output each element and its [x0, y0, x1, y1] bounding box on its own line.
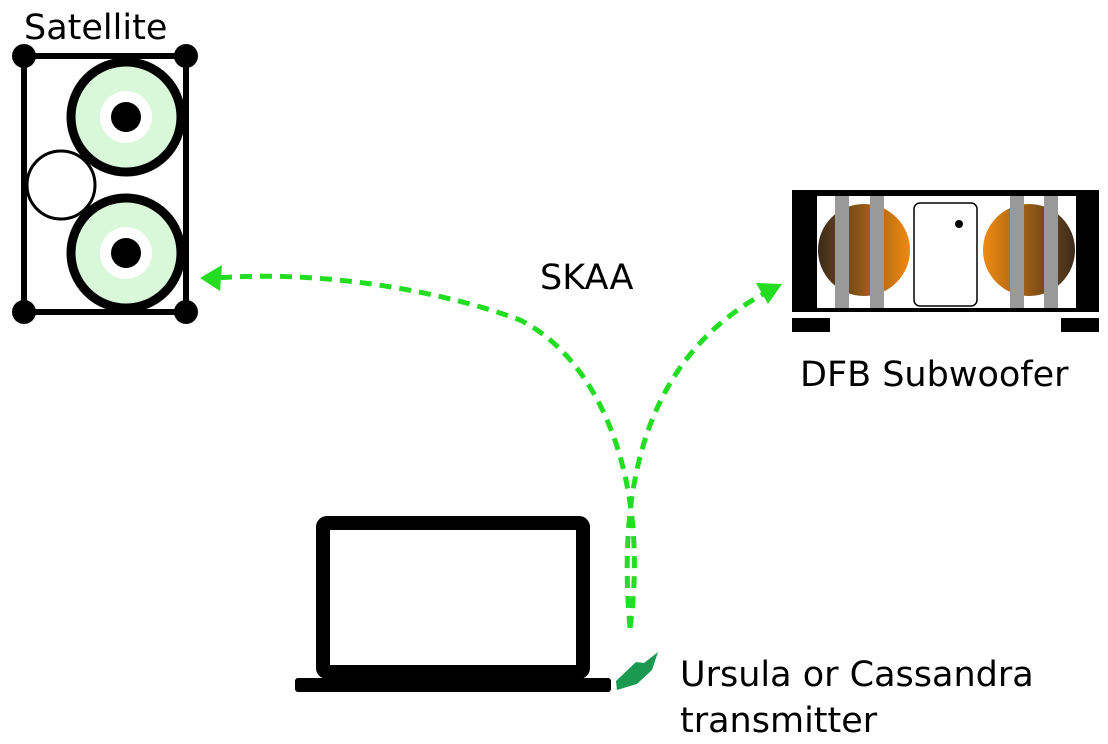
tweeter [25, 149, 97, 221]
transmitter-label-line1: Ursula or Cassandra [680, 655, 1034, 695]
sub-control-panel [913, 202, 978, 307]
subwoofer-label: DFB Subwoofer [800, 355, 1069, 395]
sub-driver-right [983, 204, 1075, 296]
transmitter-label-line2: transmitter [680, 701, 878, 741]
wireless-link-to-subwoofer [624, 283, 782, 629]
skaa-link-label: SKAA [540, 258, 634, 298]
woofer-top [66, 57, 186, 177]
usb-transmitter-icon [616, 652, 658, 690]
satellite-speaker-icon [12, 44, 198, 324]
transmitter-label: Ursula or Cassandra transmitter [680, 652, 1034, 744]
sub-driver-left [818, 204, 910, 296]
laptop-icon [295, 516, 611, 692]
woofer-bottom [66, 193, 186, 313]
satellite-label: Satellite [24, 8, 168, 48]
subwoofer-icon [792, 190, 1099, 332]
